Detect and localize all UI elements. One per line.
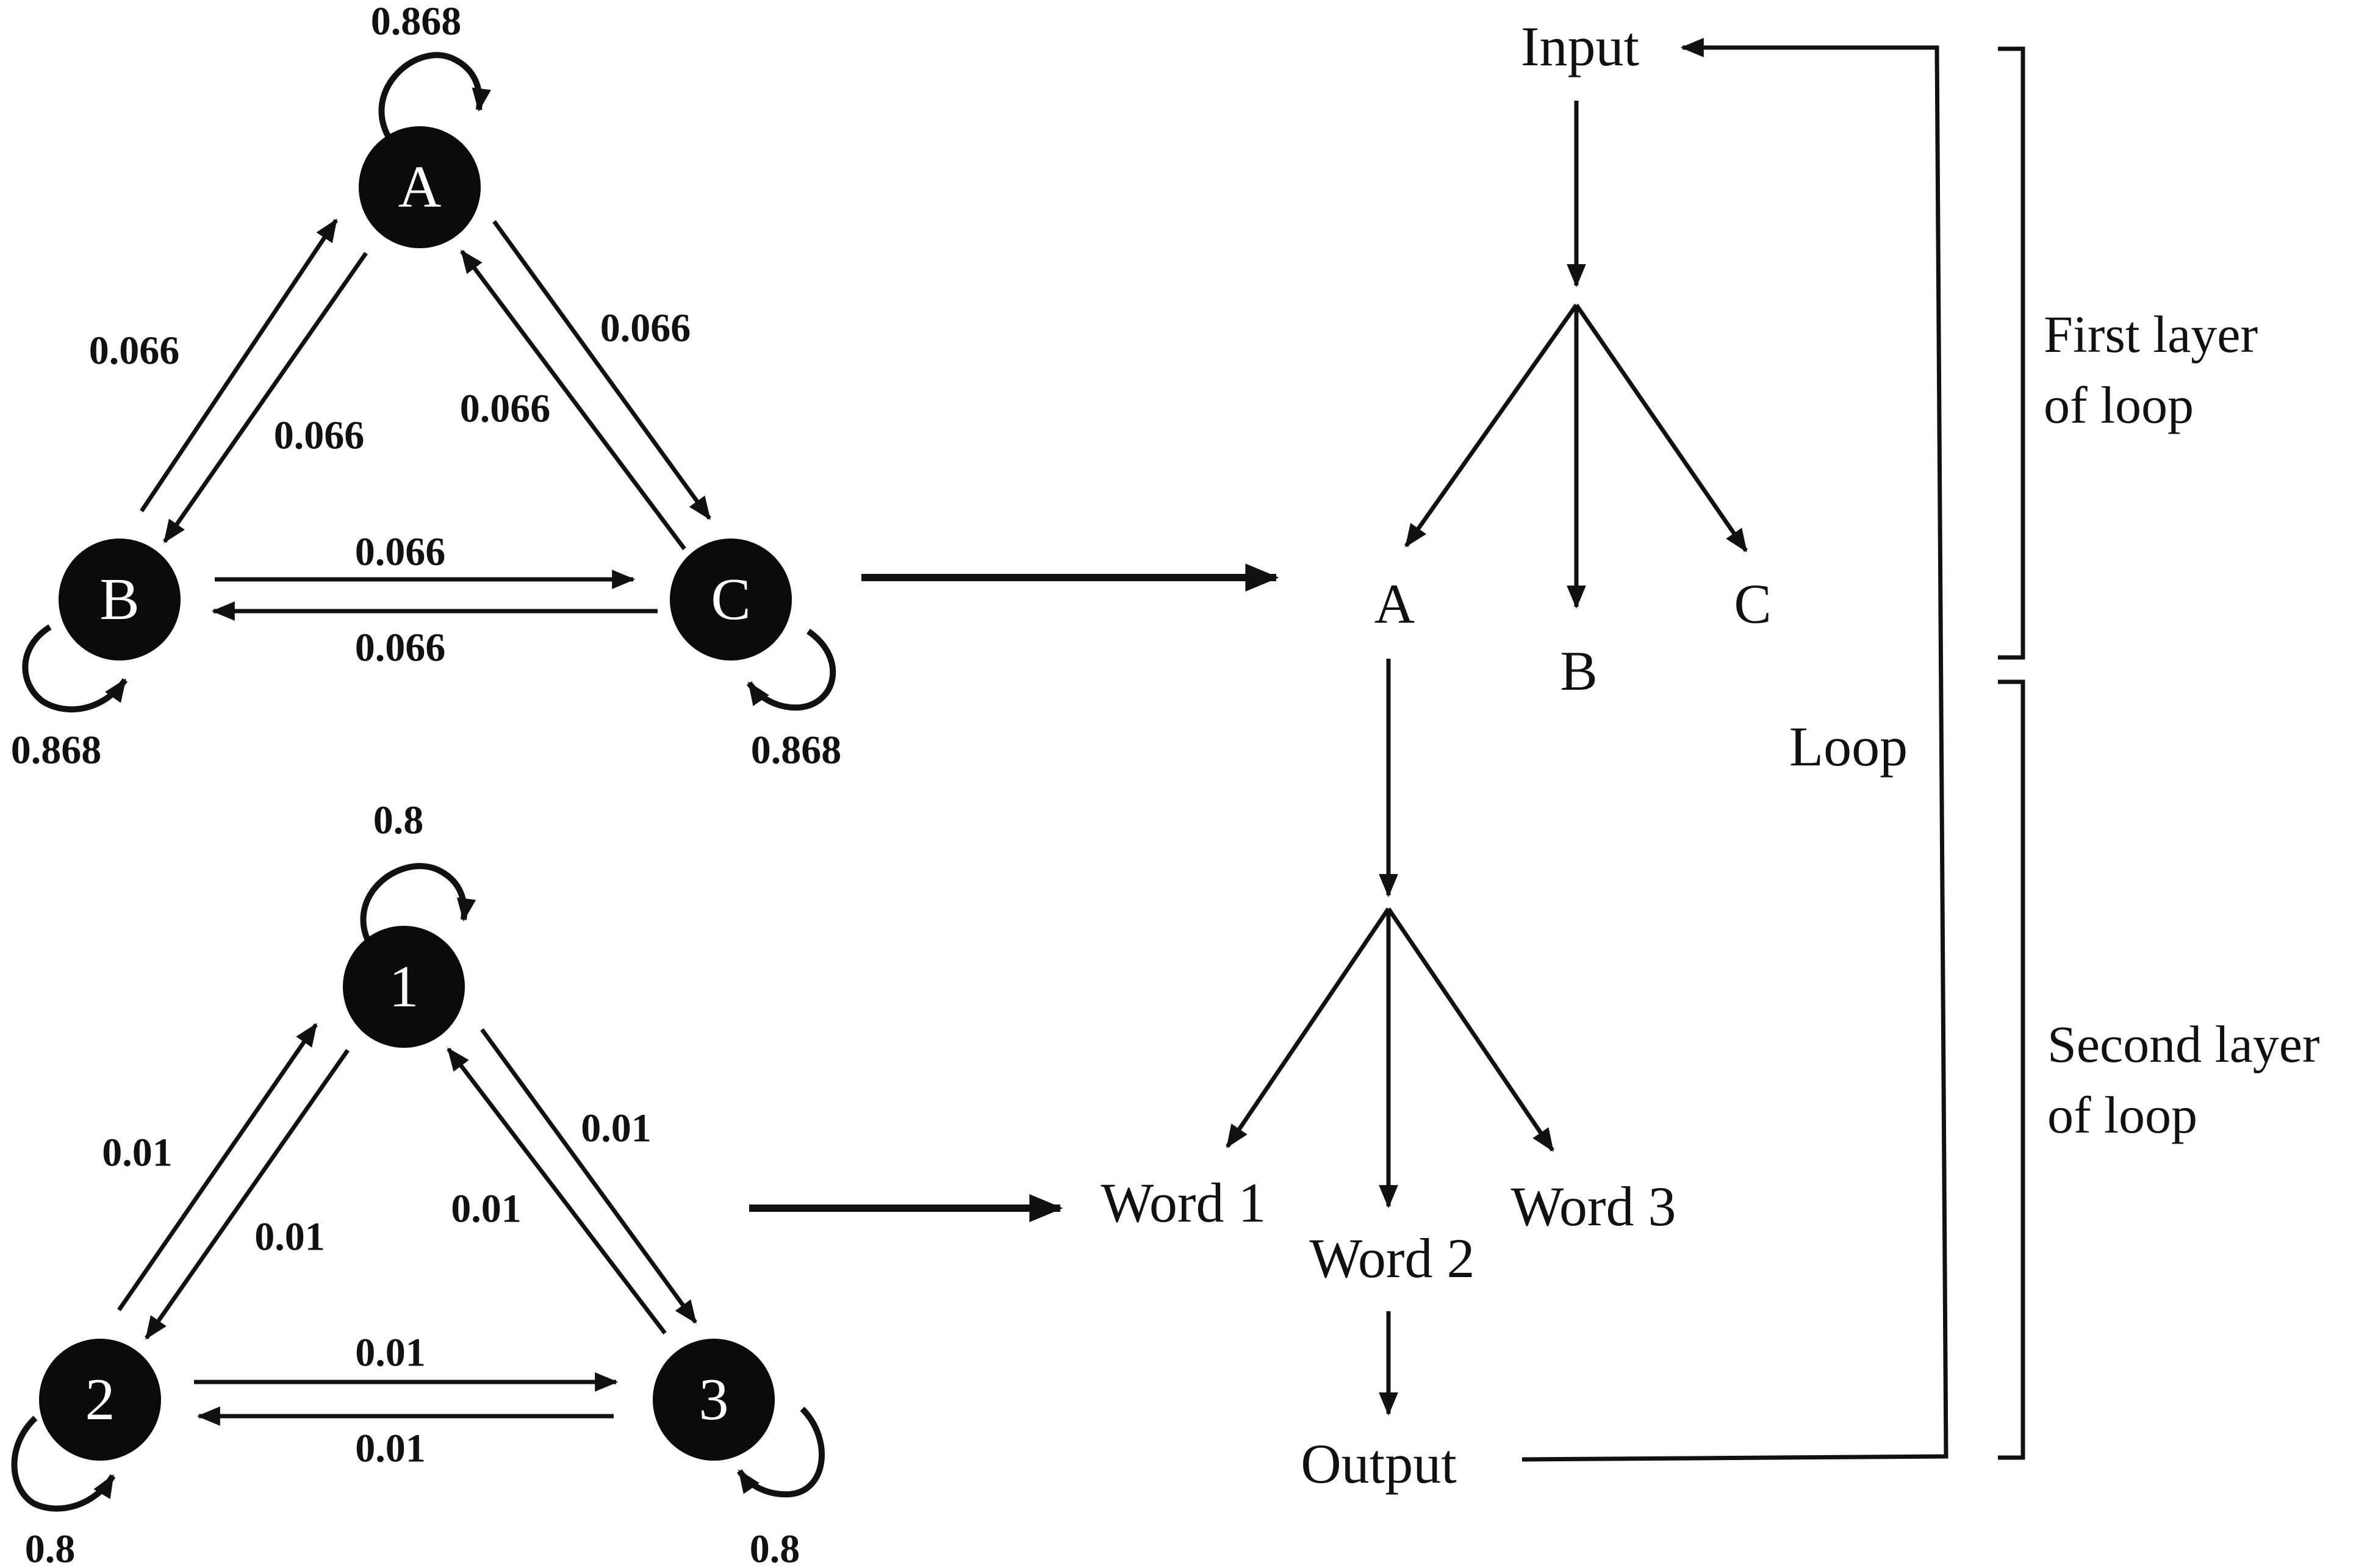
- brace-first-layer: First layer of loop: [1998, 46, 2258, 660]
- prob-13-inner: 0.01: [451, 1187, 522, 1231]
- edge-3-to-1: [447, 1047, 667, 1335]
- edge-b-to-a: [140, 218, 338, 512]
- markov-chain-bottom: 1 2 3 0.8 0.8 0.8 0.01 0.01 0.01 0.01 0.…: [11, 798, 825, 1568]
- self-loop-c: [746, 628, 836, 711]
- split2-to-word3: [1387, 908, 1554, 1152]
- split1-to-c: [1575, 304, 1748, 553]
- prob-self-a: 0.868: [371, 0, 462, 44]
- flow-word3: Word 3: [1510, 1175, 1676, 1237]
- prob-23-top: 0.01: [355, 1331, 426, 1375]
- node-2: 2: [39, 1339, 161, 1461]
- node-a-label: A: [398, 154, 442, 220]
- self-loop-2: [11, 1416, 116, 1512]
- edge-2-to-1: [117, 1023, 318, 1311]
- prob-bc-top: 0.066: [355, 530, 446, 575]
- flow-tree: Input A B C Word 1 Word 2 Word 3 Output …: [1101, 15, 1948, 1495]
- prob-12-outer: 0.01: [102, 1131, 173, 1175]
- prob-self-2: 0.8: [25, 1527, 76, 1568]
- self-loop-b: [22, 624, 128, 713]
- prob-self-1: 0.8: [373, 798, 424, 843]
- prob-ac-inner: 0.066: [460, 387, 551, 431]
- node-1-label: 1: [389, 954, 419, 1020]
- brace-second-layer-line: [1998, 679, 2025, 1460]
- self-loop-3: [736, 1406, 825, 1498]
- edge-a-to-c: [492, 220, 711, 520]
- edge-a-to-b: [163, 251, 368, 543]
- split1-to-a: [1404, 303, 1578, 548]
- flow-input-label: Input: [1521, 15, 1640, 77]
- flow-word2: Word 2: [1309, 1227, 1474, 1289]
- node-2-label: 2: [85, 1367, 115, 1433]
- node-b-label: B: [99, 567, 139, 632]
- prob-ab-outer: 0.066: [89, 329, 180, 373]
- node-1: 1: [343, 926, 465, 1048]
- node-3-label: 3: [699, 1367, 729, 1433]
- flow-layer1-b: B: [1560, 640, 1597, 702]
- edge-1-to-2: [145, 1048, 350, 1340]
- brace-first-line1: First layer: [2044, 305, 2258, 363]
- flow-layer1-a: A: [1374, 573, 1415, 635]
- prob-self-3: 0.8: [750, 1527, 800, 1568]
- brace-second-line2: of loop: [2047, 1086, 2197, 1144]
- prob-ac-outer: 0.066: [600, 306, 691, 351]
- prob-23-bottom: 0.01: [355, 1427, 426, 1471]
- prob-bc-bottom: 0.066: [355, 626, 446, 670]
- loop-label: Loop: [1789, 715, 1908, 778]
- node-c-label: C: [711, 567, 750, 632]
- node-3: 3: [653, 1339, 775, 1461]
- prob-13-outer: 0.01: [581, 1106, 652, 1151]
- flow-output-label: Output: [1301, 1433, 1457, 1495]
- brace-first-layer-line: [1998, 46, 2025, 660]
- edge-1-to-3: [480, 1028, 697, 1324]
- flow-layer1-c: C: [1734, 573, 1771, 635]
- node-c: C: [670, 539, 792, 660]
- edge-c-to-a: [460, 249, 686, 551]
- prob-12-inner: 0.01: [254, 1215, 325, 1259]
- node-b: B: [59, 539, 181, 660]
- split2-to-word1: [1226, 908, 1390, 1148]
- brace-second-line1: Second layer: [2047, 1015, 2320, 1073]
- flow-word1: Word 1: [1101, 1172, 1266, 1234]
- self-loop-1: [360, 863, 476, 950]
- loop-back-line: [1521, 38, 1948, 1462]
- markov-chain-top: A B C 0.868 0.868 0.868 0.066 0.066 0.06…: [11, 0, 842, 773]
- prob-self-c: 0.868: [751, 728, 842, 773]
- prob-ab-inner: 0.066: [274, 413, 365, 458]
- brace-first-line2: of loop: [2044, 376, 2194, 434]
- node-a: A: [359, 126, 481, 248]
- self-loop-a: [378, 52, 492, 142]
- prob-self-b: 0.868: [11, 728, 102, 773]
- brace-second-layer: Second layer of loop: [1998, 679, 2320, 1460]
